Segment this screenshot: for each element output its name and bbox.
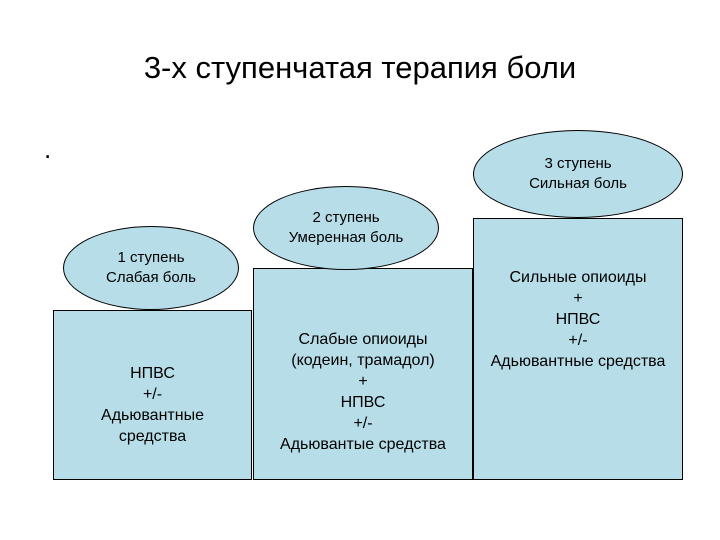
step-3-number: 3 ступень <box>544 155 612 172</box>
step-2-line: Слабые опиоиды <box>298 331 428 348</box>
step-1-oval: 1 ступень Слабая боль <box>63 226 239 310</box>
step-3-line: Сильные опиоиды <box>509 268 647 286</box>
step-1-line: Адьювантные <box>101 407 204 424</box>
step-1-number: 1 ступень <box>117 249 185 266</box>
step-3-oval: 3 ступень Сильная боль <box>473 130 683 218</box>
step-3-line: +/- <box>568 331 588 349</box>
step-3-block: Сильные опиоиды + НПВС +/- Адьювантные с… <box>473 218 683 480</box>
step-3-line: Адьювантные средства <box>490 352 666 370</box>
step-3-pain-level: Сильная боль <box>529 175 627 192</box>
step-2-line: (кодеин, трамадол) <box>291 352 435 369</box>
step-1-line: НПВС <box>130 365 175 382</box>
step-2-line: НПВС <box>340 394 386 411</box>
step-2-line: Адьювантые средства <box>280 436 446 453</box>
step-1-line: средства <box>118 428 187 445</box>
step-3-line: НПВС <box>555 310 601 328</box>
step-2-number: 2 ступень <box>312 209 380 226</box>
step-1-line: +/- <box>142 386 163 403</box>
step-1-block: НПВС +/- Адьювантные средства <box>53 310 252 480</box>
step-2-pain-level: Умеренная боль <box>288 229 404 246</box>
step-1-pain-level: Слабая боль <box>106 269 196 286</box>
step-3-line: + <box>573 289 583 307</box>
bullet-dot: . <box>44 134 52 164</box>
slide-title: 3-х ступенчатая терапия боли <box>143 50 577 85</box>
step-2-oval: 2 ступень Умеренная боль <box>253 186 439 270</box>
step-2-block: Слабые опиоиды (кодеин, трамадол) + НПВС… <box>253 268 473 480</box>
step-2-line: +/- <box>353 415 373 432</box>
step-2-line: + <box>358 373 368 390</box>
